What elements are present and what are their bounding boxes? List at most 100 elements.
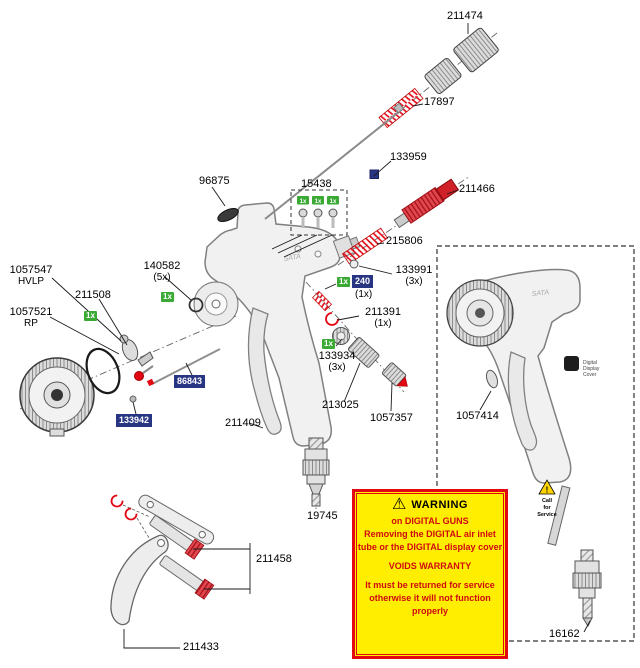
aircap-assembly-drawing xyxy=(19,297,221,437)
group-box-15438: 1x 1x 1x xyxy=(290,189,348,236)
red-cap-drawing xyxy=(134,371,144,381)
part-label-211508: 211508 xyxy=(75,289,111,301)
part-label-215806: 215806 xyxy=(386,235,423,247)
o-ring-drawing xyxy=(85,347,121,395)
part-label-133934: 133934 (3x) xyxy=(312,351,362,374)
exclaim-glyph: ! xyxy=(546,486,549,495)
digital-display-note: Digital Display Cover xyxy=(583,360,600,378)
part-label-133959: 133959 xyxy=(390,151,427,163)
part-drawing-1057414 xyxy=(485,369,499,389)
part-number: 140582 xyxy=(143,260,181,272)
warning-line: VOIDS WARRANTY xyxy=(388,561,472,571)
qty-badge-green: 1x xyxy=(84,311,97,321)
display-note-line: Digital xyxy=(583,360,597,366)
pin-133942-drawing xyxy=(129,395,137,403)
part-label-96875: 96875 xyxy=(199,175,230,187)
part-drawing-96875-seal xyxy=(217,208,239,222)
warning-line: Removing the DIGITAL air inlet xyxy=(364,529,496,539)
part-badge-86843: 86843 xyxy=(174,375,206,388)
variant-label-rp: RP xyxy=(24,318,38,329)
fluid-needle-drawing xyxy=(151,348,221,385)
part-number: 133991 xyxy=(395,264,433,276)
warning-line: properly xyxy=(411,606,448,616)
lever-drawing xyxy=(138,494,215,545)
part-label-16162: 16162 xyxy=(549,628,580,640)
fitting-drawing: 1x 1x 1x xyxy=(297,196,339,228)
seal-140582-drawing xyxy=(188,297,204,313)
part-number: 1057547 xyxy=(9,264,53,276)
trigger-211433-drawing xyxy=(110,534,169,626)
part-label-211466: 211466 xyxy=(459,183,495,195)
part-label-17897: 17897 xyxy=(424,96,455,108)
part-badge-240: 240 xyxy=(352,275,374,288)
warning-line: otherwise it will not function xyxy=(369,593,491,603)
warning-title: WARNING xyxy=(411,499,468,511)
qty-badge-green: 1x xyxy=(337,277,350,287)
qty-badge-green: 1x xyxy=(322,339,335,349)
part-label-211433: 211433 xyxy=(183,641,219,653)
brand-mark: SATA xyxy=(531,289,549,298)
part-drawing-211466 xyxy=(393,178,460,229)
service-note-line: Service xyxy=(537,512,557,518)
part-drawing-215806-spring xyxy=(342,227,388,265)
service-box: SATA Digital Display Cover ! Call for Se… xyxy=(436,245,635,642)
part-number: 1057521 xyxy=(9,306,53,318)
part-number: 211391 xyxy=(365,306,401,318)
part-drawing-211474 xyxy=(424,27,499,95)
qty-badge: 1x xyxy=(315,199,322,205)
service-note-line: for xyxy=(543,505,551,511)
display-note-line: Cover xyxy=(583,372,597,378)
brand-mark: SATA xyxy=(283,253,301,263)
part-label-133991: 133991 (3x) xyxy=(390,264,438,288)
warning-header: ⚠ WARNING xyxy=(355,497,505,513)
part-label-211474: 211474 xyxy=(447,10,483,22)
needle-drawing xyxy=(264,102,405,220)
part-drawing-211391-spring-clip xyxy=(312,290,339,326)
pin-drawing xyxy=(159,555,215,600)
qty-label: (5x) xyxy=(153,272,171,283)
warning-box: ⚠ WARNING on DIGITAL GUNS Removing the D… xyxy=(352,489,508,659)
c-clip-drawing xyxy=(124,507,138,521)
warning-line: on DIGITAL GUNS xyxy=(391,516,469,526)
gun-trigger-drawing xyxy=(247,307,282,435)
c-clip-drawing xyxy=(110,494,124,508)
digital-display-icon xyxy=(564,356,579,371)
part-label-211391: 211391 (1x) xyxy=(358,306,408,330)
leader-lines xyxy=(49,23,591,649)
qty-label: (3x) xyxy=(405,276,423,287)
part-label-213025: 213025 xyxy=(322,399,359,411)
qty-badge: 1x xyxy=(300,199,307,205)
qty-label: (1x) xyxy=(355,289,373,300)
part-label-211409: 211409 xyxy=(225,417,261,429)
qty-badge-green: 1x xyxy=(161,292,174,302)
call-for-service-icon: ! Call for Service xyxy=(537,479,557,518)
qty-badge: 1x xyxy=(330,199,337,205)
part-marker-133959 xyxy=(369,169,379,179)
air-tube-drawing xyxy=(547,485,571,546)
part-label-1057414: 1057414 xyxy=(456,410,499,422)
part-drawing-19745 xyxy=(302,437,330,507)
warning-line: It must be returned for service xyxy=(365,580,495,590)
trigger-parts-drawing xyxy=(110,494,215,626)
warning-line: tube or the DIGITAL display cover xyxy=(357,542,503,552)
part-drawing-213025 xyxy=(347,337,380,368)
part-drawing-1057357 xyxy=(381,362,408,387)
service-gun-drawing: SATA xyxy=(446,268,581,484)
qty-label: (3x) xyxy=(328,362,346,373)
qty-label: (1x) xyxy=(374,318,392,329)
part-label-19745: 19745 xyxy=(307,510,338,522)
warning-triangle-icon: ⚠ xyxy=(391,496,407,513)
part-badge-133942: 133942 xyxy=(116,414,153,427)
variant-label-hvlp: HVLP xyxy=(17,276,45,287)
part-label-15438: 15438 xyxy=(301,178,332,190)
part-drawing-16162 xyxy=(572,549,602,628)
part-label-1057547: 1057547 HVLP xyxy=(5,264,57,288)
part-label-140582: 140582 (5x) xyxy=(138,260,186,284)
gun-body-drawing: SATA xyxy=(193,202,361,447)
service-note-line: Call xyxy=(542,498,553,504)
part-drawing-133991-seal xyxy=(349,259,359,269)
display-note-line: Display xyxy=(583,366,600,372)
part-label-1057357: 1057357 xyxy=(370,412,413,424)
part-label-211458: 211458 xyxy=(256,553,292,565)
